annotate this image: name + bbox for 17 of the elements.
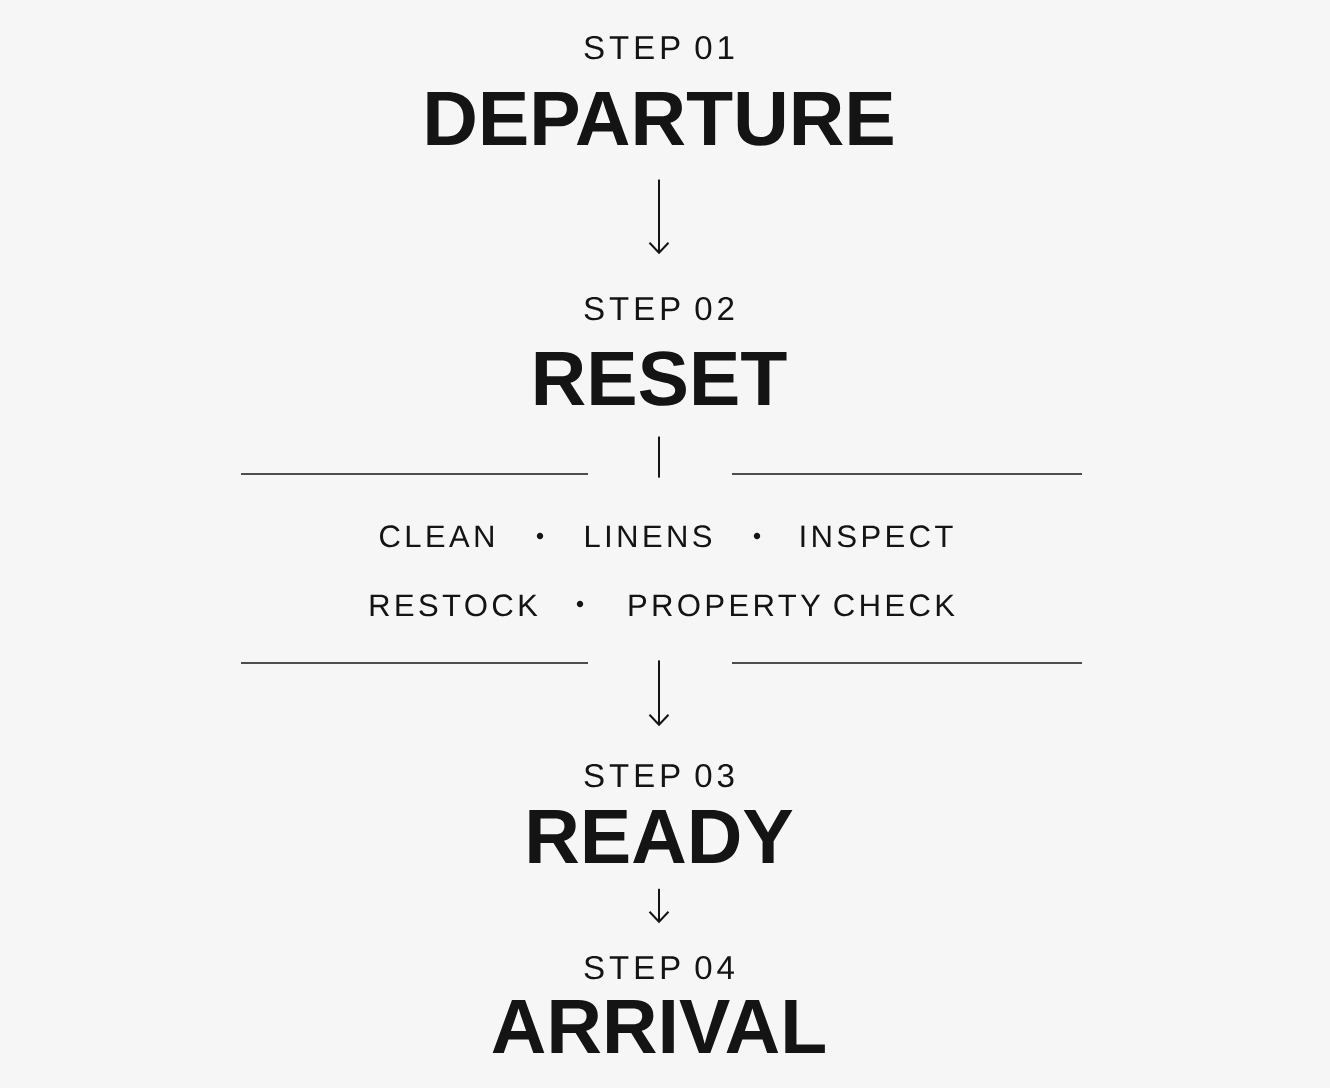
step-label: STEP 04	[584, 955, 734, 980]
step-label: STEP 02	[584, 296, 734, 321]
step-title: ARRIVAL	[492, 1000, 825, 1053]
step-title: RESET	[535, 351, 787, 406]
step-title: READY	[529, 810, 793, 863]
task-label: LINENS	[586, 525, 712, 548]
arrow	[648, 659, 670, 727]
arrow	[648, 887, 670, 924]
connector-line	[658, 435, 660, 479]
task-label: CLEAN	[380, 525, 493, 548]
arrow	[648, 178, 670, 255]
step-label: STEP 03	[584, 763, 734, 788]
step-title: DEPARTURE	[427, 92, 893, 146]
task-label: INSPECT	[801, 525, 953, 548]
task-label: PROPERTY CHECK	[629, 594, 955, 617]
step-label: STEP 01	[584, 35, 734, 60]
task-label: RESTOCK	[370, 594, 538, 617]
